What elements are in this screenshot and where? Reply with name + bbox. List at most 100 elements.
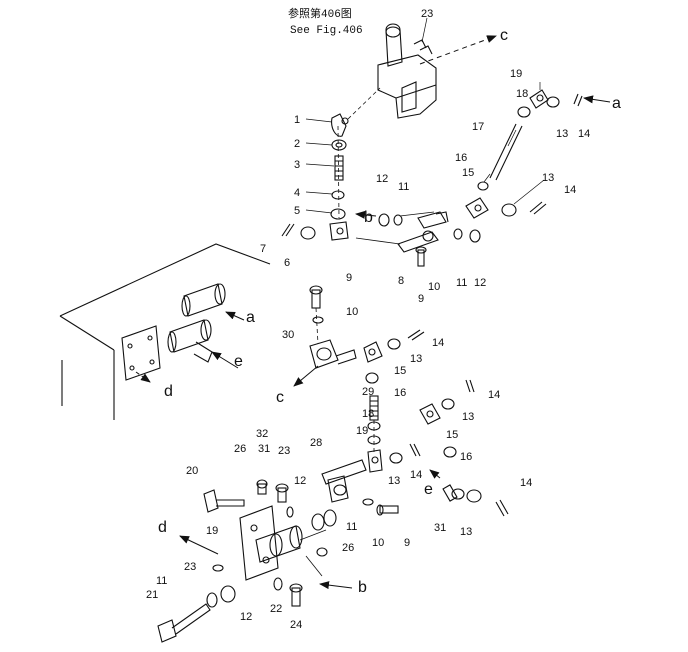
arrow-e-lower (429, 469, 441, 479)
callout-11-upper: 11 (398, 181, 409, 193)
bolt-part-25 (289, 583, 303, 607)
bolt-part-9-lower (376, 504, 399, 516)
ref-letter-b-bottom: b (358, 579, 367, 596)
callout-2: 2 (294, 138, 300, 150)
arrow-a-left (225, 311, 245, 321)
ref-letter-a-top: a (612, 95, 621, 112)
callout-28: 29 (362, 386, 374, 398)
bolt-part-22 (157, 603, 211, 643)
washer-part-11-right (453, 228, 463, 240)
bracket-part-20 (239, 505, 303, 581)
callout-13-middle: 13 (410, 353, 422, 365)
callout-31: 31 (258, 443, 270, 455)
callout-32: 32 (256, 428, 268, 440)
assembly-line-crank (399, 211, 435, 217)
callout-13-lower-mid: 13 (388, 475, 400, 487)
callout-14-upper: 14 (564, 184, 576, 196)
callout-24: 22 (270, 603, 282, 615)
rod-part-17 (489, 123, 523, 181)
leader-lines (305, 17, 545, 214)
ref-letter-b-top: b (364, 209, 373, 226)
callout-27: 28 (310, 437, 322, 449)
pin-part-7 (281, 223, 295, 237)
rod-end-lower (367, 449, 383, 473)
callout-9-middle: 9 (346, 272, 352, 284)
bolt-part-10 (415, 246, 427, 267)
callout-12-upper: 12 (376, 173, 388, 185)
ball-joint-part-1 (331, 113, 349, 137)
callout-20: 19 (206, 525, 218, 537)
callout-16-lower: 16 (460, 451, 472, 463)
clevis-part-15-middle (363, 341, 383, 363)
callout-3: 3 (294, 159, 300, 171)
clevis-part-15-lower (419, 403, 441, 425)
callout-25: 24 (290, 619, 302, 631)
callout-6: 6 (284, 257, 290, 269)
callout-1: 1 (294, 114, 300, 126)
nut-part-18-upper (517, 106, 531, 118)
assembly-line-upper (337, 125, 340, 219)
callout-18-lower: 18 (362, 408, 374, 420)
arrow-b-top (355, 210, 377, 219)
ref-letter-d-bottom: d (158, 519, 167, 536)
washer-part-10-middle (312, 316, 324, 324)
arrow-c-middle (293, 365, 319, 387)
lever-part-27 (321, 459, 367, 503)
mounting-plate (121, 325, 161, 381)
callout-8: 8 (398, 275, 404, 287)
nut-part-13-lower-right (441, 398, 455, 410)
callout-12-lower: 12 (294, 475, 306, 487)
callout-15-middle: 15 (394, 365, 406, 377)
bushing-part-11-lower (206, 585, 236, 608)
leader-b-bottom (305, 555, 323, 577)
arrow-d-bottom (179, 535, 219, 555)
callout-5: 5 (294, 205, 300, 217)
assembly-line-middle (315, 307, 319, 345)
nut-part-26-top (256, 479, 268, 495)
callout-21: 20 (186, 465, 198, 477)
callout-15-upper: 15 (462, 167, 474, 179)
callout-13-lower: 13 (460, 526, 472, 538)
callout-29: 30 (282, 329, 294, 341)
callout-10-lower: 10 (372, 537, 384, 549)
callout-14-lower-right: 14 (488, 389, 500, 401)
bolt-part-9-middle (309, 285, 323, 309)
nut-part-13-middle (387, 338, 401, 350)
pin-part-14-lower (409, 379, 509, 517)
washer-part-11-upper (393, 214, 403, 226)
callout-14-lower: 14 (520, 477, 532, 489)
callout-11-lower-mid: 11 (346, 521, 357, 533)
clevis-part-15-upper (465, 197, 489, 219)
assembly-line-bracket (299, 529, 327, 541)
rod-end-part-19 (529, 89, 549, 109)
washer-part-23-lower (212, 564, 224, 572)
bolt-part-21 (203, 489, 245, 513)
bolt-part-31 (275, 483, 289, 503)
callout-12-bottom: 12 (240, 611, 252, 623)
nut-part-13-top (546, 96, 560, 108)
bolt-part-30 (442, 484, 465, 502)
callout-11-right: 11 (456, 277, 467, 289)
nut-part-5 (330, 208, 346, 220)
callout-22: 21 (146, 589, 158, 601)
lever-part-29 (309, 339, 357, 369)
shaft-tube-upper (181, 283, 226, 317)
callout-14-lower-mid: 14 (410, 469, 422, 481)
nut-part-16-upper (477, 181, 489, 191)
nut-part-12-upper (378, 213, 390, 227)
reference-label-english: See Fig.406 (290, 25, 363, 37)
assembly-line-lever (355, 237, 401, 245)
callout-18-upper: 18 (516, 88, 528, 100)
ref-letter-e-lower: e (424, 481, 433, 498)
washer-part-24 (273, 577, 283, 591)
nut-part-13-lower-mid (389, 452, 403, 464)
callout-14-middle: 14 (432, 337, 444, 349)
callout-11-lower: 11 (156, 575, 167, 587)
callout-19-upper: 19 (510, 68, 522, 80)
arrow-b-bottom (319, 581, 353, 590)
callout-13-upper: 13 (542, 172, 554, 184)
callout-14-top: 14 (578, 128, 590, 140)
nut-part-16-middle (365, 372, 379, 384)
